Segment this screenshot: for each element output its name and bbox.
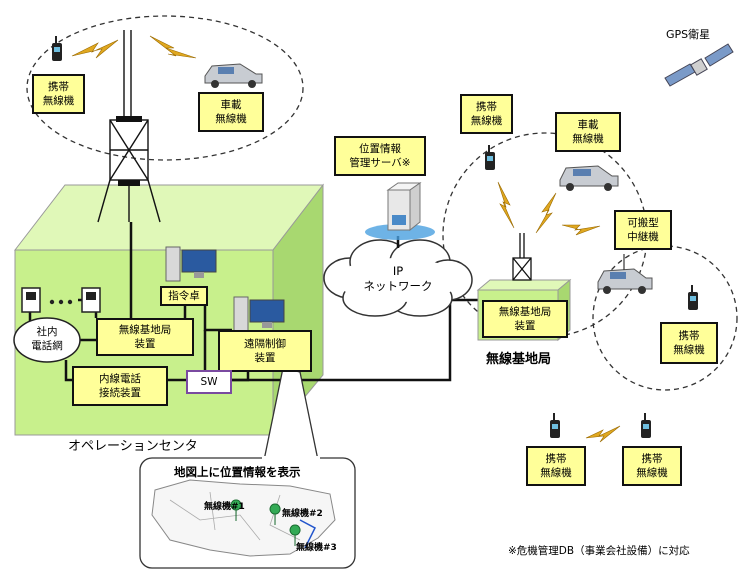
location-server-line2: 管理サーバ※ [349,157,411,169]
operation-center-label: オペレーションセンタ [68,439,198,454]
footnote: ※危機管理DB（事業会社設備）に対応 [508,545,690,557]
sw-box: SW [186,370,232,394]
radio-wave-icons [71,35,621,443]
map-area [151,479,336,557]
radio-coverage-ellipse-top [26,15,304,161]
oc-mobile-radio-box: 携帯 無線機 [32,74,85,114]
oc-base-station-equipment-line1: 無線基地局 [118,324,172,336]
extension-phone-box: 内線電話 接続装置 [72,366,168,406]
server-icon [365,182,435,240]
oc-vehicle-radio-line1: 車載 [220,99,242,111]
base-station-tower-icon [512,233,532,281]
antenna-tower-icon [97,30,161,223]
map-callout-title: 地図上に位置情報を表示 [174,465,301,479]
portable-repeater-line2: 中継機 [627,231,659,243]
in-house-network-line2: 電話網 [31,340,63,352]
dispatch-console-box: 指令卓 [160,286,208,306]
map-marker-1-label: 無線機#1 [204,502,245,512]
oc-vehicle-radio-box: 車載 無線機 [198,92,264,132]
bs-mobile-radio-right-line1: 携帯 [678,330,700,342]
dispatch-console-label: 指令卓 [168,290,200,302]
location-server-box: 位置情報 管理サーバ※ [334,136,426,176]
car-icons [204,63,653,294]
oc-base-station-equipment-box: 無線基地局 装置 [96,318,194,356]
gps-label: GPS衛星 [666,28,711,41]
bs-mobile-radio-top-line2: 無線機 [470,115,503,127]
gps-satellite-icon [664,43,734,87]
oc-vehicle-radio-line2: 無線機 [215,113,247,125]
in-house-network-label: 社内 電話網 [22,325,72,353]
location-server-line1: 位置情報 [359,143,401,155]
oc-base-station-equipment-line2: 装置 [134,338,156,350]
desk-phone-icons [21,287,101,313]
repeater-coverage-circle [592,245,738,391]
extension-phone-line1: 内線電話 [99,373,141,385]
remote-control-line1: 遠隔制御 [244,338,286,350]
oc-mobile-radio-line2: 無線機 [42,95,75,107]
map-marker-2-label: 無線機#2 [282,509,323,519]
ip-network-line1: IP [392,264,404,278]
sw-label: SW [200,376,218,388]
bs-vehicle-radio-line1: 車載 [577,119,599,131]
bottom-radio-left-line1: 携帯 [545,453,567,465]
bottom-radio-left-box: 携帯 無線機 [526,446,586,486]
remote-control-box: 遠隔制御 装置 [218,330,312,372]
in-house-network-line1: 社内 [36,326,58,338]
ip-network-label: IP ネットワーク [360,264,436,294]
bs-equipment-box: 無線基地局 装置 [482,300,568,338]
bs-vehicle-radio-line2: 無線機 [572,133,604,145]
in-house-network-shape [13,317,81,363]
bottom-radio-right-line2: 無線機 [636,467,668,479]
bs-mobile-radio-top-line1: 携帯 [476,101,497,113]
bs-mobile-radio-right-box: 携帯 無線機 [660,322,718,364]
remote-control-line2: 装置 [254,352,276,364]
bs-mobile-radio-top-box: 携帯 無線機 [460,94,513,134]
bs-equipment-line1: 無線基地局 [498,306,552,318]
portable-repeater-line1: 可搬型 [627,217,659,229]
bs-mobile-radio-right-line2: 無線機 [673,344,705,356]
map-marker-3-label: 無線機#3 [296,543,337,553]
building-top [13,184,325,251]
bottom-radio-right-box: 携帯 無線機 [622,446,682,486]
extension-phone-line2: 接続装置 [99,387,141,399]
pc-icons [165,246,285,332]
bs-equipment-line2: 装置 [514,320,536,332]
bottom-radio-right-line1: 携帯 [641,453,663,465]
bottom-radio-left-line2: 無線機 [540,467,572,479]
base-station-label: 無線基地局 [486,352,552,367]
oc-mobile-radio-line1: 携帯 [48,81,69,93]
bs-vehicle-radio-box: 車載 無線機 [555,112,621,152]
portable-repeater-box: 可搬型 中継機 [614,210,672,250]
map-markers [230,499,301,547]
ip-network-line2: ネットワーク [363,279,433,293]
